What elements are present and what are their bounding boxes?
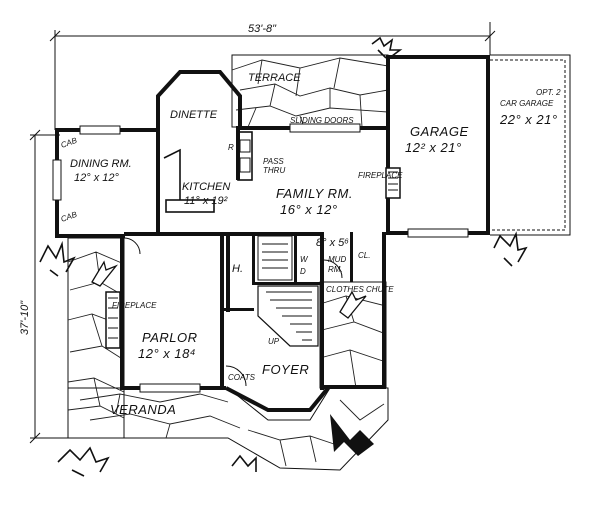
depth-dimension: 37'-10" — [19, 300, 31, 335]
fireplaces — [105, 167, 401, 349]
dinette-label: DINETTE — [170, 109, 218, 121]
garage-size: 12² x 21° — [405, 140, 462, 155]
pass-thru-label-2: THRU — [263, 166, 285, 175]
kitchen-counters — [163, 131, 253, 213]
washer-label: W — [300, 255, 309, 264]
veranda-label: VERANDA — [110, 402, 176, 417]
closet-label: CL. — [358, 251, 370, 260]
cab-bottom-label: CAB — [60, 210, 79, 224]
veranda-paving — [67, 387, 389, 471]
parlor-label: PARLOR — [142, 330, 198, 345]
opt-garage-size: 22° x 21° — [499, 112, 558, 127]
coats-label: COATS — [228, 373, 256, 382]
pass-thru-label-1: PASS — [263, 157, 284, 166]
parlor-size: 12° x 18⁴ — [138, 346, 196, 361]
cab-top-label: CAB — [60, 136, 79, 150]
family-room-label: FAMILY RM. — [276, 186, 353, 201]
door-swings — [123, 237, 343, 387]
clothes-chute-label: CLOTHES CHUTE — [326, 285, 394, 294]
parlor-fireplace-label: FIREPLACE — [112, 301, 157, 310]
sliding-doors-label: SLIDING DOORS — [290, 116, 354, 125]
optional-garage-outline — [490, 54, 571, 236]
stair-up-label: UP — [268, 337, 280, 346]
stairs — [257, 235, 319, 347]
garage-label: GARAGE — [410, 124, 469, 139]
opt-garage-label-2: CAR GARAGE — [500, 99, 554, 108]
mud-room-label-1: MUD — [328, 255, 346, 264]
hall-label: H. — [232, 263, 243, 275]
dining-room-label: DINING RM. — [70, 158, 132, 170]
kitchen-label: KITCHEN — [182, 181, 230, 193]
foyer-label: FOYER — [262, 362, 309, 377]
dining-room-size: 12° x 12° — [74, 172, 119, 184]
terrace-label: TERRACE — [248, 72, 301, 84]
mud-room-label-2: RM. — [328, 265, 343, 274]
entry-arrows — [91, 260, 374, 456]
opt-garage-label-1: OPT. 2 — [536, 88, 561, 97]
mud-room-size: 8° x 5⁶ — [316, 237, 349, 249]
windows — [52, 123, 469, 393]
family-fireplace-label: FIREPLACE — [358, 171, 403, 180]
kitchen-size: 11° x 19² — [184, 195, 228, 207]
family-room-size: 16° x 12° — [280, 202, 338, 217]
depth-dimension-line — [29, 129, 70, 444]
width-dimension-line — [49, 22, 496, 130]
width-dimension: 53'-8" — [248, 23, 277, 35]
shrubs — [39, 36, 528, 477]
dryer-label: D — [300, 267, 306, 276]
range-label: R — [228, 143, 234, 152]
